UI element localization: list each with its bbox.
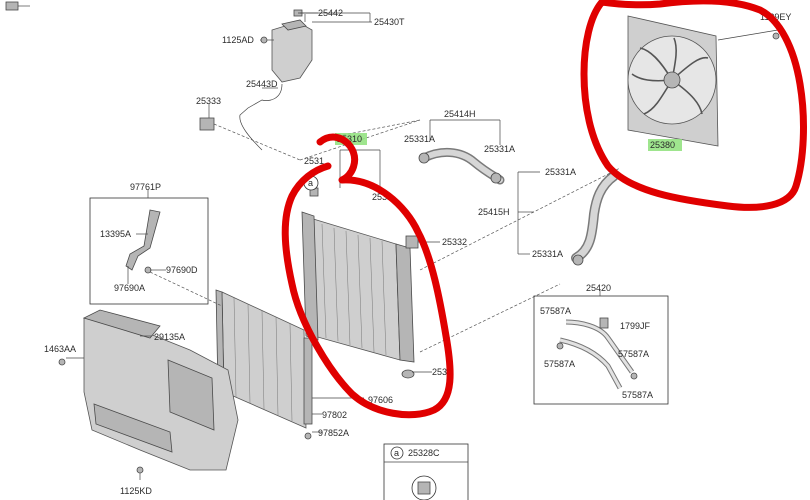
coolant-reservoir (260, 9, 372, 83)
highlight-25380 (648, 139, 682, 151)
label-57587A-3: 57587A (544, 359, 575, 369)
corner-icon (5, 1, 30, 11)
drain-plug-icon (411, 475, 437, 500)
label-25332: 25332 (442, 237, 467, 247)
label-25333: 25333 (196, 96, 221, 106)
label-1463AA: 1463AA (44, 344, 76, 354)
label-25331A-3: 25331A (545, 167, 576, 177)
label-97852A: 97852A (318, 428, 349, 438)
label-97606: 97606 (368, 395, 393, 405)
label-1129EY: 1129EY (760, 12, 791, 22)
label-25331A-1: 25331A (404, 134, 435, 144)
plug-box-25328C: a (383, 443, 469, 500)
upper-hose-25414H (418, 119, 505, 185)
label-57587A-2: 57587A (618, 349, 649, 359)
label-25380: 25380 (650, 140, 675, 150)
red-annotation-radiator (281, 133, 454, 419)
label-25430T: 25430T (374, 17, 405, 27)
label-253-lower: 253 (432, 367, 447, 377)
callout-a-thumbnail (390, 446, 404, 460)
label-97802: 97802 (322, 410, 347, 420)
reservoir-hose (239, 83, 283, 151)
label-25442: 25442 (318, 8, 343, 18)
radiator-bracket (405, 235, 419, 249)
label-1799JF: 1799JF (620, 321, 651, 331)
pipe-box-25420 (533, 290, 669, 405)
radiator (301, 149, 440, 379)
callout-a-label: a (308, 178, 313, 188)
label-2531-side: 2531 (372, 192, 392, 202)
label-25331A-4: 25331A (532, 249, 563, 259)
label-97690A: 97690A (114, 283, 145, 293)
callout-a2-label: a (394, 448, 399, 458)
cooling-fan-assembly (627, 15, 780, 147)
label-2531-upper: 2531 (304, 156, 324, 166)
radiator-mount (401, 369, 415, 379)
label-25414H: 25414H (444, 109, 476, 119)
bracket-box-97761P (89, 190, 223, 307)
red-annotation-fan (580, 0, 807, 211)
label-25420: 25420 (586, 283, 611, 293)
part-labels: 25442 25430T 1125AD 25443D 25333 25310 2… (44, 8, 791, 496)
label-25331A-2: 25331A (484, 144, 515, 154)
label-1125KD: 1125KD (120, 486, 152, 496)
part-25333 (199, 104, 301, 161)
label-1125AD: 1125AD (222, 35, 254, 45)
lower-hose-25415H (517, 171, 619, 266)
label-57587A-1: 57587A (540, 306, 571, 316)
label-25443D: 25443D (246, 79, 278, 89)
label-25415H: 25415H (478, 207, 510, 217)
label-25310: 25310 (337, 134, 362, 144)
label-97761P: 97761P (130, 182, 161, 192)
label-97690D: 97690D (166, 265, 198, 275)
label-57587A-4: 57587A (622, 390, 653, 400)
radiator-carrier (58, 309, 239, 480)
label-25328C: 25328C (408, 448, 440, 458)
label-29135A: 29135A (154, 332, 185, 342)
label-13395A: 13395A (100, 229, 131, 239)
